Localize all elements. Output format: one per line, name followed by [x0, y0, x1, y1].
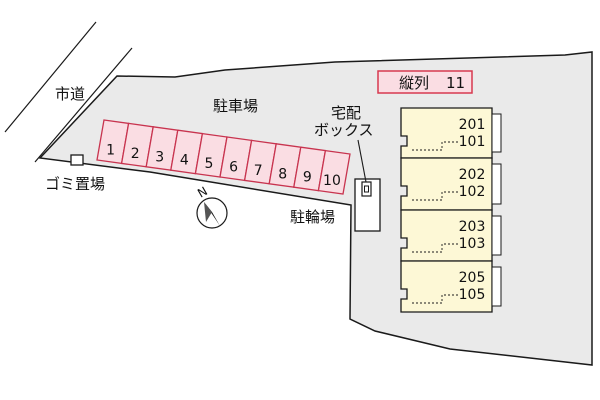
unit-balcony — [491, 113, 502, 153]
garbage-area-label: ゴミ置場 — [45, 175, 105, 193]
unit-stairway — [412, 141, 458, 151]
parallel-parking-badge: 縦列 11 — [377, 70, 473, 94]
parking-slot-number: 9 — [303, 170, 312, 186]
parking-slot-number: 5 — [204, 156, 213, 172]
unit-number-upper: 203 — [459, 219, 486, 235]
north-arrow-icon: N — [195, 184, 228, 229]
unit-stairway — [412, 294, 458, 304]
unit-number-lower: 101 — [459, 134, 486, 150]
parking-slot-number: 7 — [254, 163, 263, 179]
badge-value: 11 — [446, 74, 465, 92]
parking-slot-number: 3 — [155, 149, 164, 165]
unit-balcony — [491, 266, 502, 307]
delivery-box-icon — [361, 181, 372, 197]
unit-stairway — [412, 191, 458, 201]
building-unit — [400, 107, 493, 159]
parking-slot-number: 6 — [229, 160, 238, 176]
parking-slot-number: 1 — [106, 143, 115, 159]
delivery-box-label-1: 宅配 — [331, 104, 361, 122]
unit-number-lower: 105 — [459, 287, 486, 303]
city-road-label: 市道 — [55, 85, 85, 103]
unit-number-upper: 205 — [459, 270, 486, 286]
garbage-box-icon — [70, 154, 84, 166]
delivery-box-label-2: ボックス — [314, 121, 374, 139]
delivery-box-pointer — [357, 139, 367, 183]
badge-label: 縦列 — [399, 74, 429, 92]
unit-balcony — [491, 163, 502, 205]
unit-number-lower: 102 — [459, 184, 486, 200]
parking-slot — [317, 149, 351, 195]
unit-number-lower: 103 — [459, 236, 486, 252]
parking-slot-number: 8 — [278, 166, 287, 182]
city-road-lines — [4, 21, 133, 163]
parking-slot-number: 10 — [323, 173, 341, 189]
unit-number-upper: 201 — [459, 117, 486, 133]
parking-slot-number: 4 — [180, 153, 189, 169]
unit-stairway — [412, 243, 458, 253]
parking-slot-number: 2 — [131, 146, 140, 162]
bicycle-parking-label: 駐輪場 — [290, 208, 335, 226]
unit-balcony — [491, 215, 502, 256]
parking-lot-label: 駐車場 — [213, 97, 258, 115]
unit-number-upper: 202 — [459, 167, 486, 183]
